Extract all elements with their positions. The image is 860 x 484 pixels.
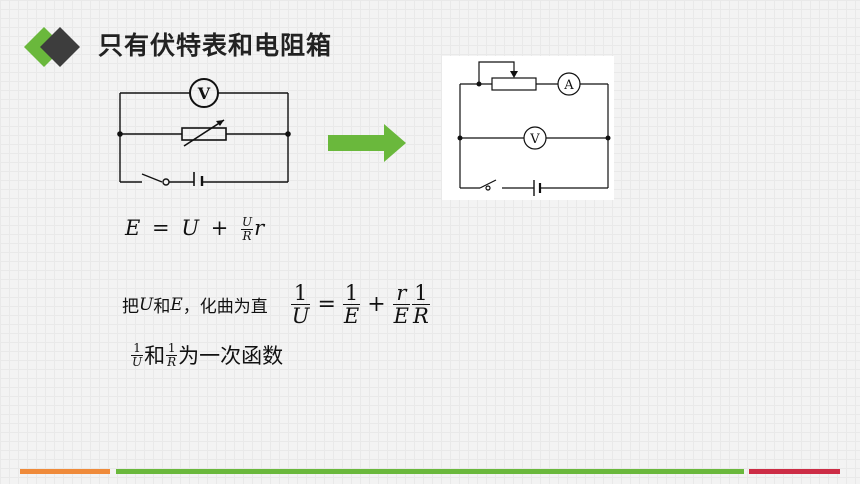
voltmeter-label: V xyxy=(197,84,211,103)
slider-arrowhead-icon xyxy=(510,71,518,78)
right-arrow-icon xyxy=(328,124,406,162)
variable-resistor-icon xyxy=(181,127,227,141)
rheostat-arrowhead-icon xyxy=(216,120,224,126)
fraction-bar xyxy=(342,304,361,306)
var-r: r xyxy=(254,216,265,240)
var-e: E xyxy=(125,216,141,240)
var-u: U xyxy=(181,216,200,240)
junction-dot xyxy=(605,135,611,141)
fraction-numerator: 1 xyxy=(167,340,176,355)
voltmeter-label: V xyxy=(529,132,540,147)
fraction-u-over-r: U R xyxy=(241,215,254,243)
junction-dot xyxy=(457,135,463,141)
fraction-bar xyxy=(166,354,178,356)
text-suffix: 为一次函数 xyxy=(178,344,284,368)
fraction-bar xyxy=(412,304,430,306)
equals-sign: = xyxy=(152,216,170,240)
switch-icon xyxy=(479,179,497,189)
switch-contact-icon xyxy=(485,185,491,191)
plus-sign: + xyxy=(210,216,229,240)
fraction-denominator: R xyxy=(242,229,252,243)
fraction-bar xyxy=(241,229,254,230)
footer-bar-orange xyxy=(20,469,110,474)
fraction-denominator: U xyxy=(291,304,310,329)
fraction-bar xyxy=(290,304,311,306)
fraction-denominator: E xyxy=(393,304,410,329)
text-and: 和 xyxy=(144,344,166,368)
circuit-diagram-left: V xyxy=(117,78,291,186)
fraction-1-over-r-small: 1 R xyxy=(166,340,178,369)
junction-dot xyxy=(476,81,482,87)
fraction-denominator: U xyxy=(132,354,143,369)
fraction-denominator: E xyxy=(343,304,360,329)
linear-function-line: 1 U 和 1 R 为一次函数 xyxy=(130,340,283,370)
linearization-line: 把 U 和 E ，化曲为直 1 U = 1 E + r E 1 R xyxy=(122,282,431,327)
fraction-numerator: 1 xyxy=(133,340,141,355)
slider-wire xyxy=(478,61,515,84)
fraction-bar xyxy=(131,354,144,356)
junction-dot xyxy=(117,131,123,137)
fraction-denominator: R xyxy=(413,304,429,329)
fraction-bar xyxy=(392,304,411,306)
var-u: U xyxy=(139,294,154,315)
voltmeter-icon xyxy=(189,78,219,108)
switch-icon xyxy=(141,173,163,183)
dark-diamond-icon xyxy=(40,27,80,67)
switch-contact-icon xyxy=(162,178,170,186)
fraction-1-over-e: 1 E xyxy=(342,281,361,329)
fraction-r-over-e: r E xyxy=(392,281,411,329)
plus-sign: + xyxy=(367,292,386,318)
fraction-1-over-u: 1 U xyxy=(290,281,311,329)
page-title: 只有伏特表和电阻箱 xyxy=(98,31,333,60)
arrow-shape xyxy=(328,124,406,162)
ammeter-label: A xyxy=(563,78,574,93)
junction-dot xyxy=(285,131,291,137)
text-and: 和 xyxy=(153,297,171,318)
equals-sign: = xyxy=(317,292,336,318)
fraction-1-over-r: 1 R xyxy=(412,282,430,327)
text-suffix: ，化曲为直 xyxy=(182,297,268,318)
fraction-numerator: r xyxy=(396,281,407,305)
fraction-numerator: 1 xyxy=(414,281,428,305)
footer-bar-red xyxy=(749,469,840,474)
circuit-diagram-right-panel: A V xyxy=(442,56,614,200)
equation-linear: 1 U = 1 E + r E 1 R xyxy=(290,282,431,327)
fraction-denominator: R xyxy=(167,354,177,369)
fraction-numerator: 1 xyxy=(344,281,359,305)
text-prefix: 把 xyxy=(122,297,139,318)
rheostat-icon xyxy=(491,77,537,91)
fraction-numerator: U xyxy=(242,215,253,230)
footer-bar-green xyxy=(116,469,744,474)
equation-emf: E = U + U R r xyxy=(125,216,264,243)
fraction-1-over-u-small: 1 U xyxy=(131,340,144,369)
var-e: E xyxy=(170,294,183,315)
circuit-diagram-right: A V xyxy=(457,61,611,196)
diamond-logo-icon xyxy=(24,27,80,67)
rheostat-arrow-icon xyxy=(183,119,225,147)
fraction-numerator: 1 xyxy=(293,281,308,305)
